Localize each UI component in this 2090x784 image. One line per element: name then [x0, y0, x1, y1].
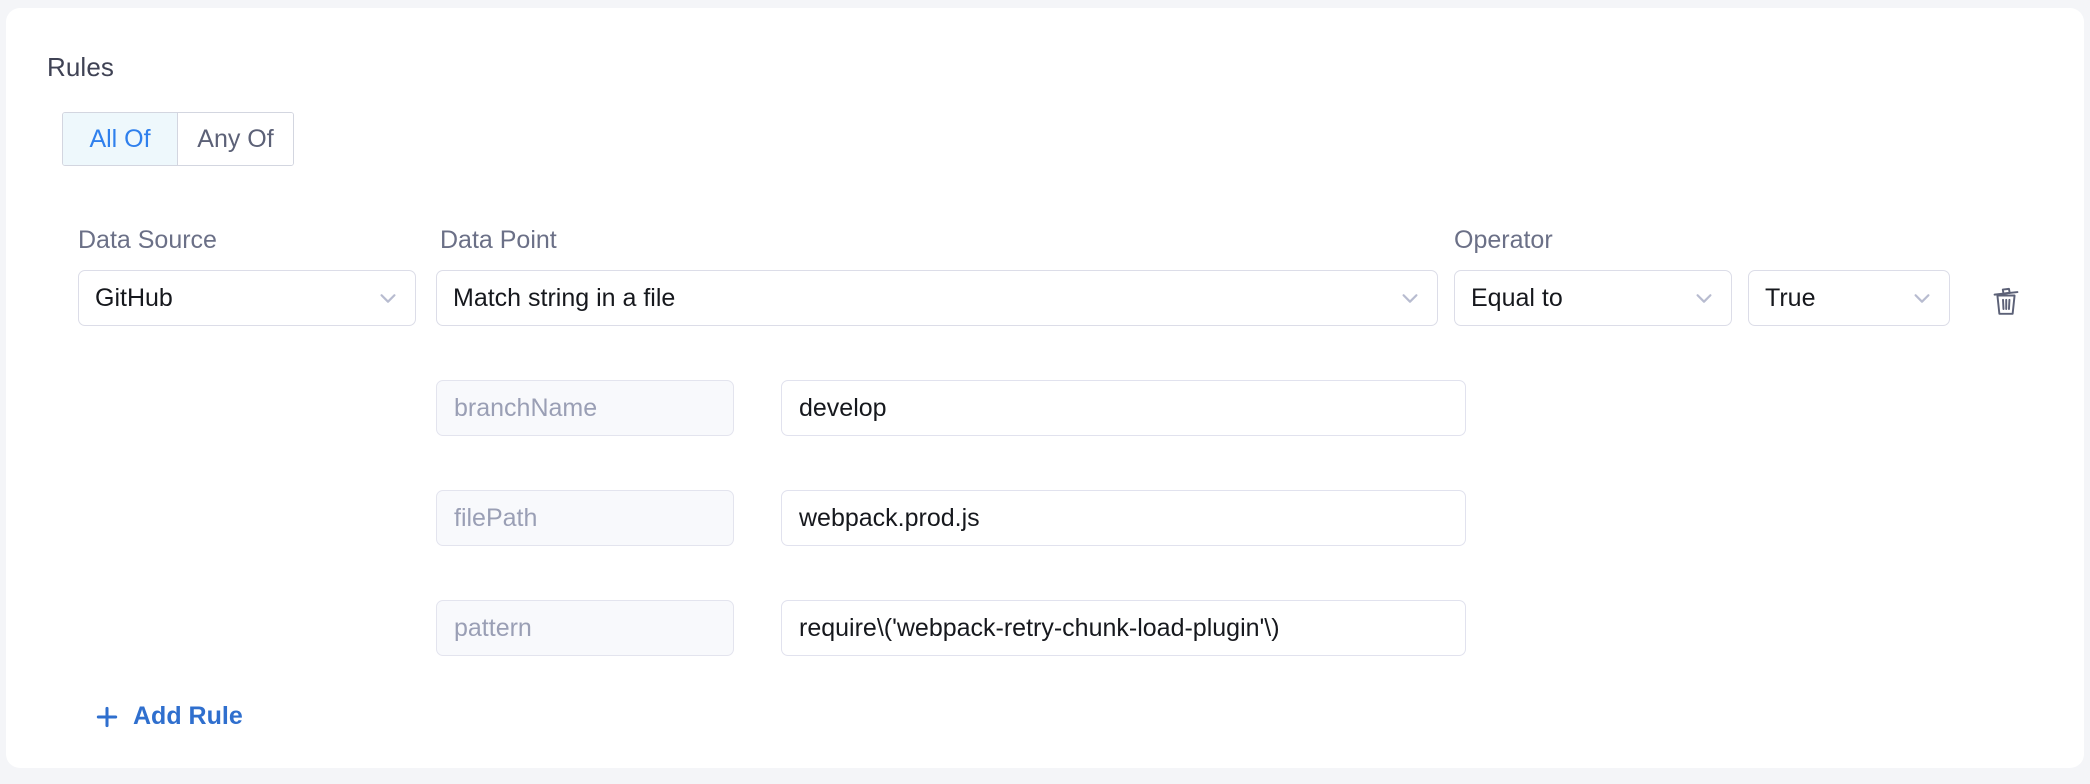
match-mode-all-of[interactable]: All Of — [63, 113, 178, 165]
match-mode-toggle[interactable]: All Of Any Of — [62, 112, 294, 166]
data-point-label: Data Point — [440, 226, 557, 254]
data-source-select[interactable]: GitHub — [78, 270, 416, 326]
data-source-value: GitHub — [95, 283, 173, 312]
param-key-branchname: branchName — [436, 380, 734, 436]
data-source-label: Data Source — [78, 226, 217, 254]
param-value-filepath[interactable] — [781, 490, 1466, 546]
match-mode-any-of[interactable]: Any Of — [178, 113, 293, 165]
chevron-down-icon — [377, 287, 399, 309]
data-point-value: Match string in a file — [453, 283, 676, 312]
operator-value-select[interactable]: True — [1748, 270, 1950, 326]
chevron-down-icon — [1399, 287, 1421, 309]
param-key-pattern: pattern — [436, 600, 734, 656]
data-point-select[interactable]: Match string in a file — [436, 270, 1438, 326]
rules-card: Rules All Of Any Of Data Source Data Poi… — [6, 8, 2084, 768]
param-value-branchname[interactable] — [781, 380, 1466, 436]
page-title: Rules — [47, 52, 114, 82]
chevron-down-icon — [1911, 287, 1933, 309]
add-rule-button[interactable]: Add Rule — [94, 702, 243, 731]
operator-value: Equal to — [1471, 283, 1563, 312]
add-rule-label: Add Rule — [133, 702, 243, 730]
chevron-down-icon — [1693, 287, 1715, 309]
delete-rule-button[interactable] — [1984, 280, 2028, 324]
operator-select[interactable]: Equal to — [1454, 270, 1732, 326]
trash-icon — [1991, 285, 2021, 320]
operator-value-selected: True — [1765, 283, 1816, 312]
param-value-pattern[interactable] — [781, 600, 1466, 656]
param-key-filepath: filePath — [436, 490, 734, 546]
operator-label: Operator — [1454, 226, 1553, 254]
plus-icon — [94, 704, 120, 730]
